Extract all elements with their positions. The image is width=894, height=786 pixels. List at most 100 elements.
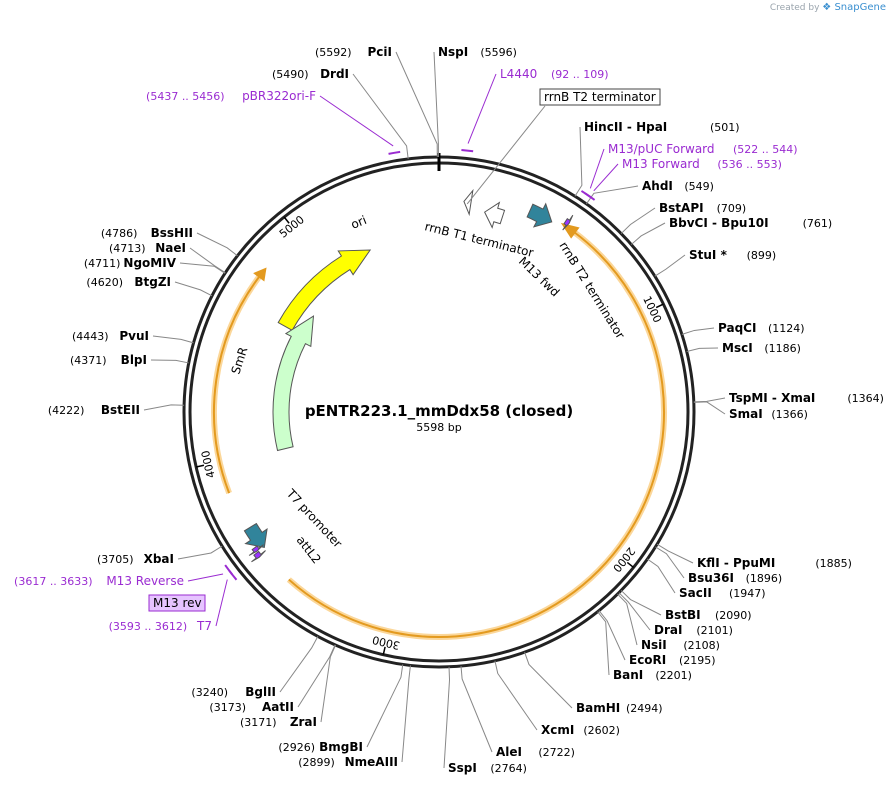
site-bstbi: BstBI(2090) [620, 590, 752, 622]
site-position: (2722) [538, 746, 575, 759]
feature-layer [243, 188, 574, 563]
site-position: (2926) [278, 741, 315, 754]
leader-line [466, 105, 546, 205]
site-leader-line [189, 247, 226, 274]
site-nspi: NspI (5596) [433, 45, 517, 158]
site-leader-line [352, 73, 409, 159]
credit-brand: SnapGene [834, 2, 886, 13]
site-stui: StuI *(899) [654, 248, 776, 277]
site-bglii: (3240)BglII [191, 636, 319, 699]
site-position: (2899) [298, 756, 335, 769]
site-enzyme: KflI - PpuMI [697, 556, 775, 570]
site-enzyme: BlpI [121, 353, 147, 367]
site-position: (1186) [764, 342, 801, 355]
site-position: (5490) [272, 68, 309, 81]
site-leader-line [630, 222, 666, 245]
orf-arcs [211, 222, 667, 640]
site-position: (2090) [715, 609, 752, 622]
site-position: (2101) [696, 624, 733, 637]
site-drai: DraI(2101) [618, 592, 733, 637]
primer-name: pBR322ori-F [242, 89, 316, 103]
site-leader-line [401, 665, 411, 763]
site-msci: MscI(1186) [686, 341, 801, 355]
primer-leader-line [215, 579, 228, 627]
site-bamhi: BamHI(2494) [524, 652, 663, 715]
site-position: (3173) [209, 701, 246, 714]
site-bmgbi: (2926)BmgBI [278, 664, 404, 754]
site-position: (2108) [683, 639, 720, 652]
site-naei: (4713)NaeI [109, 241, 226, 274]
credit-prefix: Created by [769, 3, 820, 13]
site-leader-line [433, 51, 439, 158]
smr-arrow [272, 315, 315, 452]
site-position: (1896) [746, 572, 783, 585]
site-enzyme: PaqCI [718, 321, 756, 335]
site-leader-line [620, 590, 662, 616]
site-smai: SmaI(1366) [693, 401, 808, 421]
site-enzyme: BstAPI [659, 201, 704, 215]
site-enzyme: BstEII [101, 403, 140, 417]
map-length: 5598 bp [416, 421, 461, 434]
site-leader-line [686, 347, 719, 352]
site-enzyme: NmeAIII [345, 755, 398, 769]
site-enzyme: DrdI [320, 67, 349, 81]
site-tspmi-xmai: TspMI - XmaI(1364) [693, 391, 884, 405]
site-enzyme: BamHI [576, 701, 620, 715]
site-enzyme: AhdI [642, 179, 673, 193]
site-position: (1947) [729, 587, 766, 600]
site-pvui: (4443)PvuI [72, 329, 194, 344]
site-position: (4222) [48, 404, 85, 417]
site-enzyme: BssHII [151, 226, 193, 240]
primer-range: (522 .. 544) [733, 143, 798, 156]
primer-marker [228, 569, 238, 581]
site-leader-line [494, 660, 538, 731]
site-position: (5592) [315, 46, 352, 59]
site-leader-line [617, 593, 638, 646]
m13rev-marker [248, 544, 264, 556]
tick-label: 5000 [277, 213, 307, 241]
site-position: (2201) [655, 669, 692, 682]
tick-label: 4000 [199, 449, 218, 479]
site-position: (4371) [70, 354, 107, 367]
site-leader-line [693, 401, 726, 415]
site-position: (4620) [86, 276, 123, 289]
primer-name: T7 [196, 619, 212, 633]
site-position: (5596) [480, 46, 517, 59]
t7-label: T7 promoter [283, 486, 345, 551]
site-enzyme: BbvCI - Bpu10I [669, 216, 769, 230]
primer-name: M13 Reverse [106, 574, 184, 588]
site-position: (4786) [101, 227, 138, 240]
site-bstapi: BstAPI(709) [620, 201, 746, 234]
site-leader-line [366, 664, 404, 748]
attl2-label: attL2 [294, 533, 324, 566]
site-nmeaiii: (2899) NmeAIII [298, 665, 411, 769]
t7-marker [251, 550, 266, 563]
site-bani: BanI(2201) [597, 611, 692, 682]
site-leader-line [152, 335, 194, 344]
site-enzyme: NspI [438, 45, 468, 59]
tick-label: 3000 [371, 633, 401, 652]
tick-mark [655, 303, 664, 309]
site-position: (2195) [679, 654, 716, 667]
rrnb-t2-leader [466, 105, 546, 205]
site-enzyme: TspMI - XmaI [729, 391, 815, 405]
site-drdi: (5490) DrdI [272, 67, 409, 159]
m13rev-highlight-label: M13 rev [153, 596, 202, 610]
primer-t7: T7(3593 .. 3612) [109, 569, 238, 633]
site-bsu36i: Bsu36I(1896) [655, 546, 783, 585]
site-leader-line [460, 666, 493, 753]
site-leader-line [179, 262, 226, 274]
site-nsii: NsiI(2108) [617, 593, 720, 652]
attl1-arrow [526, 202, 553, 228]
primer-marker [388, 150, 401, 155]
site-position: (501) [710, 121, 740, 134]
tick-mark [626, 561, 635, 568]
site-leader-line [693, 397, 726, 403]
site-position: (1124) [768, 322, 805, 335]
site-position: (1366) [771, 408, 808, 421]
site-enzyme: AatII [262, 700, 294, 714]
site-position: (4443) [72, 330, 109, 343]
site-enzyme: SspI [448, 761, 477, 775]
